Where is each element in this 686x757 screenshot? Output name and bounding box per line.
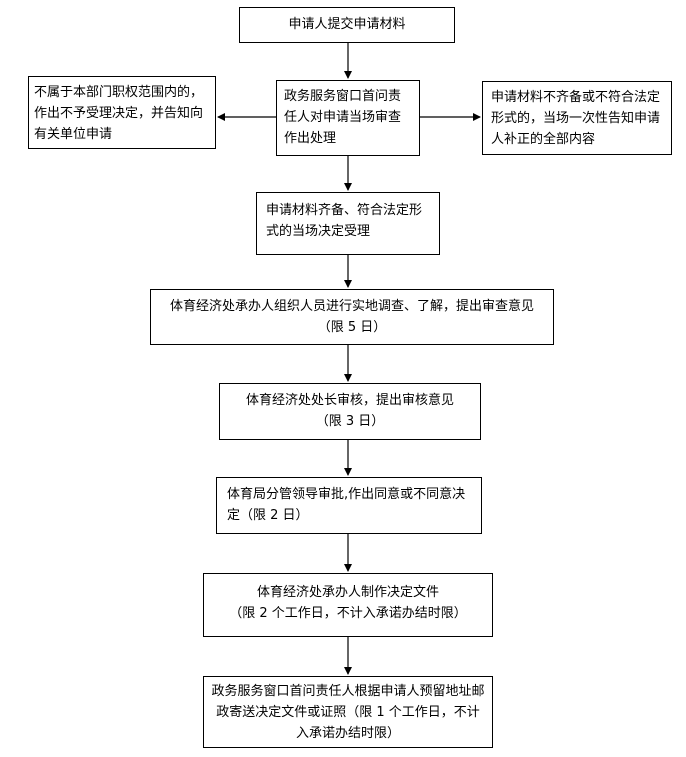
step2-box: 政务服务窗口首问责任人对申请当场审查作出处理 (276, 80, 420, 156)
step5-box: 体育经济处处长审核，提出审核意见 （限 3 日） (219, 383, 481, 440)
step6-box: 体育局分管领导审批,作出同意或不同意决定（限 2 日） (216, 477, 482, 534)
step4-box: 体育经济处承办人组织人员进行实地调查、了解，提出审查意见 （限 5 日） (150, 289, 554, 345)
right-branch-box: 申请材料不齐备或不符合法定形式的，当场一次性告知申请人补正的全部内容 (482, 81, 672, 155)
step4-text: 体育经济处承办人组织人员进行实地调查、了解，提出审查意见 (169, 299, 534, 314)
step4-time-limit: （限 5 日） (317, 320, 387, 335)
step6-text: 体育局分管领导审批,作出同意或不同意决定（限 2 日） (227, 487, 466, 523)
left-branch-text: 不属于本部门职权范围内的，作出不予受理决定，并告知向有关单位申请 (34, 85, 204, 142)
left-branch-box: 不属于本部门职权范围内的，作出不予受理决定，并告知向有关单位申请 (28, 76, 216, 149)
step7-time-limit: （限 2 个工作日，不计入承诺办结时限） (229, 606, 467, 621)
step8-box: 政务服务窗口首问责任人根据申请人预留地址邮政寄送决定文件或证照（限 1 个工作日… (203, 676, 493, 748)
step7-text: 体育经济处承办人制作决定文件 (256, 585, 439, 600)
step2-text: 政务服务窗口首问责任人对申请当场审查作出处理 (284, 89, 402, 146)
step1-box: 申请人提交申请材料 (239, 7, 455, 43)
step1-text: 申请人提交申请材料 (288, 17, 406, 32)
step5-time-limit: （限 3 日） (315, 414, 385, 429)
step8-text: 政务服务窗口首问责任人根据申请人预留地址邮政寄送决定文件或证照（限 1 个工作日… (211, 684, 485, 741)
step5-text: 体育经济处处长审核，提出审核意见 (245, 393, 454, 408)
right-branch-text: 申请材料不齐备或不符合法定形式的，当场一次性告知申请人补正的全部内容 (491, 90, 661, 147)
step7-box: 体育经济处承办人制作决定文件 （限 2 个工作日，不计入承诺办结时限） (203, 573, 493, 637)
step3-text: 申请材料齐备、符合法定形式的当场决定受理 (266, 203, 423, 239)
step3-box: 申请材料齐备、符合法定形式的当场决定受理 (256, 192, 440, 255)
